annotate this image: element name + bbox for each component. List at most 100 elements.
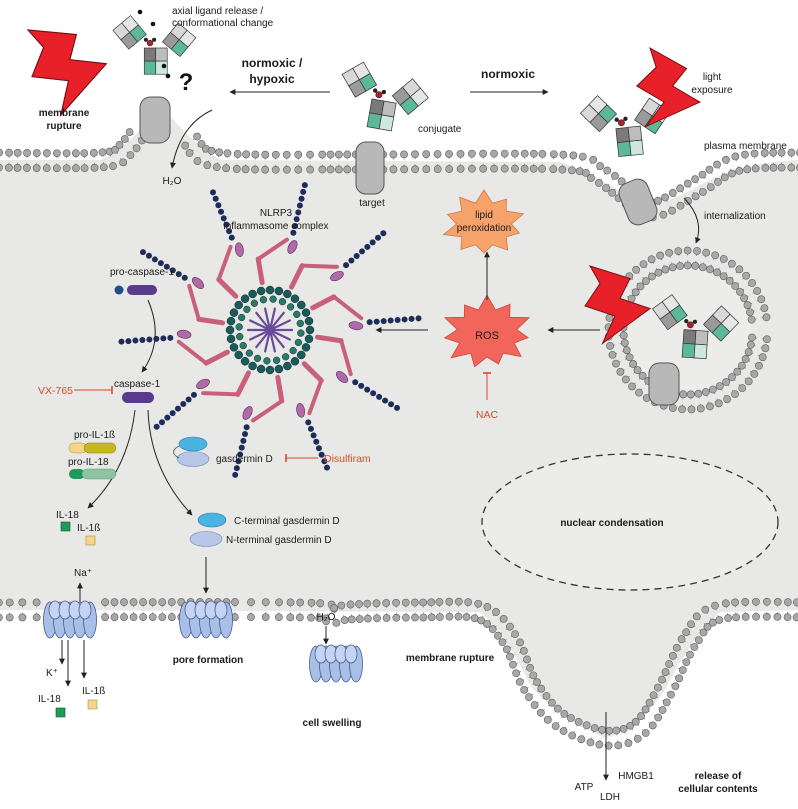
caspase-1-label: caspase-1: [114, 379, 161, 390]
light-exposure-label-1: light: [703, 72, 722, 83]
il-18-molecule: [61, 522, 70, 531]
nlrp3-filament-dot: [213, 196, 219, 202]
nlrp3-ring-dot-inner: [246, 350, 253, 357]
nlrp3-ring-dot: [283, 290, 291, 298]
pro-caspase-1-label: pro-caspase-1: [110, 267, 174, 278]
nlrp3-ring-dot: [235, 351, 243, 359]
nlrp3-filament-dot: [118, 339, 124, 345]
il-1b-out-label: IL-1ß: [82, 686, 105, 697]
nac-label: NAC: [476, 409, 499, 421]
nlrp3-ring-dot: [249, 290, 257, 298]
pore-formation-label: pore formation: [173, 655, 244, 666]
ion-pore-subunit-top: [79, 601, 91, 619]
release-label-1: release of: [695, 771, 742, 782]
water-top-label: H₂O: [163, 176, 182, 187]
pro-il-1b-molecule: [69, 443, 116, 453]
nlrp3-filament-dot: [300, 189, 306, 195]
nlrp3-ring-dot-inner: [236, 324, 243, 331]
nlrp3-filament-dot: [210, 189, 216, 195]
nlrp3-filament-dot: [297, 203, 303, 209]
lipid-peroxidation-label-1: lipid: [475, 210, 493, 221]
nlrp3-filament-dot: [139, 337, 145, 343]
nlrp3-ring-dot-inner: [287, 303, 294, 310]
il-18-out-label: IL-18: [38, 694, 61, 705]
nlrp3-ring-dot: [275, 287, 283, 295]
nlrp3-branch: [302, 266, 337, 267]
nlrp3-ring-dot-inner: [264, 357, 271, 364]
nlrp3-filament-dot: [215, 202, 221, 208]
nlrp3-filament-dot: [308, 426, 314, 432]
nlrp3-ring-dot: [283, 362, 291, 370]
internalization-label: internalization: [704, 211, 766, 222]
nlrp3-ring-dot-inner: [279, 298, 286, 305]
ligand-dot: [138, 10, 143, 15]
gasdermin-d-label: gasdermin D: [216, 454, 273, 465]
nlrp3-filament-dot: [313, 439, 319, 445]
nlrp3-filament-dot: [295, 209, 301, 215]
nlrp3-filament-dot: [348, 258, 354, 264]
pro-il-18-molecule: [69, 469, 116, 479]
nlrp3-ring-dot-inner: [238, 314, 245, 321]
nlrp3-ring-dot-inner: [295, 339, 302, 346]
nlrp3-filament-dot: [158, 260, 164, 266]
normoxic-label: normoxic: [481, 67, 535, 81]
axial-ligand-label-2: conformational change: [172, 18, 274, 29]
membrane-rupture-top-label-2: rupture: [47, 121, 82, 132]
nlrp3-ring-dot-inner: [240, 342, 247, 349]
nlrp3-label-2: inflammasome complex: [223, 221, 328, 232]
nlrp3-filament-dot: [311, 432, 317, 438]
nlrp3-ring-dot: [291, 295, 299, 303]
nlrp3-ring-dot: [226, 326, 234, 334]
nlrp3-filament-dot: [416, 315, 422, 321]
nlrp3-ring-dot-inner: [297, 330, 304, 337]
water-bottom-label: H₂O: [317, 612, 336, 623]
nlrp3-filament-dot: [343, 262, 349, 268]
nlrp3-filament-dot: [402, 316, 408, 322]
lightning-bolt-left: [22, 16, 114, 120]
nlrp3-ring-dot: [230, 309, 238, 317]
ligand-dot: [166, 74, 171, 79]
nlrp3-filament-dot: [154, 424, 160, 430]
nlrp3-filament-dot: [146, 253, 152, 259]
nlrp3-filament-dot: [176, 271, 182, 277]
nlrp3-filament-dot: [229, 235, 235, 241]
nlrp3-ring-dot-inner: [254, 355, 261, 362]
nlrp3-filament-dot: [160, 335, 166, 341]
nlrp3-ring-dot: [305, 317, 313, 325]
target-label: target: [359, 198, 385, 209]
c-terminal-gasdermin-molecule: [198, 513, 226, 527]
nlrp3-filament-dot: [182, 275, 188, 281]
gasdermin-pore: [180, 601, 233, 638]
nlrp3-ring-dot: [266, 286, 274, 294]
question-mark: ?: [179, 69, 194, 96]
nlrp3-ring-dot: [291, 357, 299, 365]
nlrp3-filament-dot: [180, 401, 186, 407]
nlrp3-filament-dot: [374, 319, 380, 325]
il-1b-label: IL-1ß: [77, 523, 100, 534]
ion-pore: [44, 601, 97, 638]
nlrp3-filament-dot: [242, 431, 248, 437]
nlrp3-filament-dot: [152, 256, 158, 262]
nlrp3-filament-dot: [364, 244, 370, 250]
nlrp3-filament-dot: [359, 248, 365, 254]
nlrp3-ring-dot: [257, 365, 265, 373]
nuclear-condensation-label: nuclear condensation: [560, 518, 663, 529]
swelling-pore-subunit-top: [345, 645, 357, 663]
nlrp3-filament-dot: [394, 405, 400, 411]
axial-ligand-label-1: axial ligand release /: [172, 6, 263, 17]
swelling-pore: [310, 645, 363, 682]
nlrp3-filament-dot: [299, 196, 305, 202]
nlrp3-filament-dot: [376, 394, 382, 400]
ros-label: ROS: [475, 330, 499, 342]
target-receptor-vesicle: [649, 363, 679, 405]
nlrp3-filament-dot: [240, 438, 246, 444]
conjugate-label: conjugate: [418, 124, 462, 135]
nlrp3-ring-dot-inner: [293, 311, 300, 318]
nlrp3-filament-dot: [324, 465, 330, 471]
nlrp3-filament-dot: [395, 317, 401, 323]
nlrp3-ring-dot: [305, 335, 313, 343]
membrane-rupture-top-label-1: membrane: [39, 108, 90, 119]
cell-swelling-label: cell swelling: [303, 718, 362, 729]
